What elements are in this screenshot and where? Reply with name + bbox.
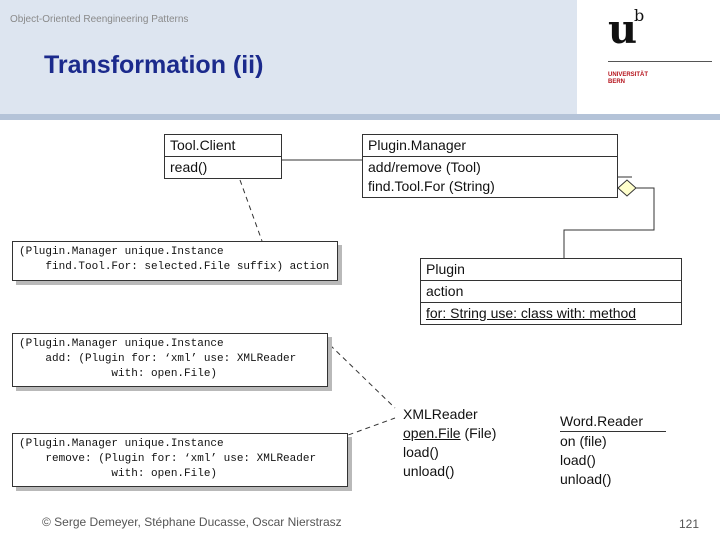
plugin-manager-op: add/remove (Tool) [368, 159, 481, 175]
logo-divider [608, 61, 712, 62]
plugin-class: Plugin action for: String use: class wit… [420, 258, 682, 325]
logo-b: b [634, 6, 645, 25]
slide-title: Transformation (ii) [44, 51, 264, 79]
plugin-attr-section: action [421, 280, 681, 302]
tool-client-class: Tool.Client read() [164, 134, 282, 179]
note-remove-plugin: (Plugin.Manager unique.Instance remove: … [12, 433, 348, 487]
header-rule [0, 114, 720, 120]
xml-reader-op: load() [403, 444, 439, 460]
logo-text-line1: UNIVERSITÄT [608, 72, 649, 78]
xml-reader-name: XMLReader [403, 406, 478, 422]
word-reader-op: unload() [560, 471, 612, 487]
tool-client-op: read() [170, 159, 208, 175]
plugin-manager-class: Plugin.Manager add/remove (Tool) find.To… [362, 134, 618, 198]
xml-reader-open: open.File (File) [403, 424, 531, 443]
xml-reader-op-open-arg: (File) [460, 425, 497, 441]
plugin-attr: action [426, 283, 464, 299]
note-line: find.Tool.For: selected.File suffix) act… [19, 261, 330, 273]
tool-client-ops-section: read() [165, 156, 281, 178]
plugin-name-section: Plugin [421, 259, 681, 280]
header-background [0, 0, 577, 114]
course-title: Object-Oriented Reengineering Patterns [10, 14, 189, 25]
note-add-plugin: (Plugin.Manager unique.Instance add: (Pl… [12, 333, 328, 387]
page-number: 121 [679, 517, 700, 531]
xml-reader-class: XMLReader open.File (File) load() unload… [403, 405, 531, 481]
tool-client-name: Tool.Client [170, 137, 236, 153]
plugin-op: for: String use: class with: method [426, 305, 637, 321]
note-line: remove: (Plugin for: ‘xml’ use: XMLReade… [19, 453, 317, 465]
note-find-tool: (Plugin.Manager unique.Instance find.Too… [12, 241, 338, 281]
logo-text-line2: BERN [608, 79, 626, 85]
word-reader-class: Word.Reader on (file) load() unload() [560, 412, 670, 489]
note-anchor-remove [339, 417, 396, 439]
plugin-name: Plugin [426, 261, 465, 277]
word-reader-name: Word.Reader [560, 412, 666, 432]
plugin-ops-section: for: String use: class with: method [421, 302, 681, 324]
note-line: (Plugin.Manager unique.Instance [19, 246, 224, 258]
word-reader-op: on (file) [560, 433, 607, 449]
logo-u: u [608, 6, 638, 53]
note-anchor-find [239, 179, 263, 242]
xml-reader-op: unload() [403, 463, 455, 479]
footer-credits: © Serge Demeyer, Stéphane Ducasse, Oscar… [42, 515, 342, 529]
note-line: with: open.File) [19, 468, 218, 480]
logo-text: UNIVERSITÄT BERN [608, 72, 648, 86]
plugin-manager-name: Plugin.Manager [368, 137, 467, 153]
xml-reader-op-open: open.File [403, 425, 461, 441]
note-line: add: (Plugin for: ‘xml’ use: XMLReader [19, 353, 297, 365]
tool-client-name-section: Tool.Client [165, 135, 281, 156]
note-line: (Plugin.Manager unique.Instance [19, 438, 224, 450]
note-line: (Plugin.Manager unique.Instance [19, 338, 224, 350]
note-line: with: open.File) [19, 368, 218, 380]
word-reader-op: load() [560, 452, 596, 468]
plugin-manager-name-section: Plugin.Manager [363, 135, 617, 156]
aggregation-line [563, 187, 655, 258]
aggregation-diamond [617, 179, 637, 197]
plugin-manager-op: find.Tool.For (String) [368, 178, 495, 194]
plugin-manager-ops-section: add/remove (Tool) find.Tool.For (String) [363, 156, 617, 197]
note-anchor-add [329, 344, 396, 409]
